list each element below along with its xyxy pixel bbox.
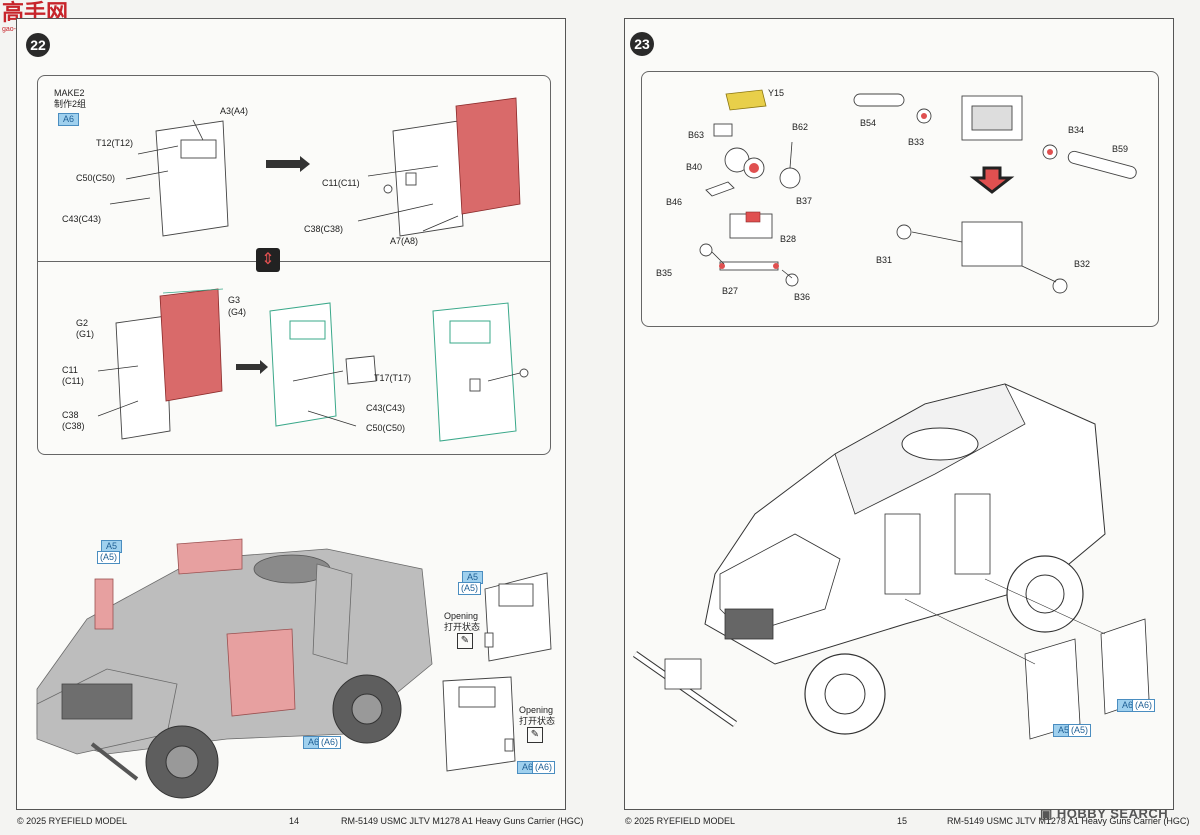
label-g4: (G4): [228, 307, 246, 317]
door-inset-a5: [484, 572, 552, 662]
label-c11: C11(C11): [322, 178, 360, 188]
label-b62: B62: [792, 122, 809, 132]
badge-a5-door-sub: (A5): [458, 582, 482, 595]
footer-copyright: © 2025 RYEFIELD MODEL: [17, 816, 128, 826]
label-a7: A7(A8): [390, 236, 419, 246]
footer-copyright: © 2025 RYEFIELD MODEL: [625, 816, 736, 826]
label-g1: (G1): [76, 329, 94, 339]
engine-parts-drawing: [699, 89, 1137, 294]
make-subtitle: 制作2组: [54, 99, 87, 109]
label-y15: Y15: [768, 88, 785, 98]
pencil-icon: ✎: [457, 633, 473, 649]
badge-a5-vehicle: A5: [101, 540, 123, 553]
step-number: 22: [26, 33, 50, 57]
hobby-search-watermark: ▣ HOBBY SEARCH: [1040, 806, 1168, 822]
opening-label-zh-2: 打开状态: [519, 716, 556, 726]
label-b36: B36: [794, 292, 811, 302]
opening-label-en: Opening: [444, 611, 479, 621]
label-b28: B28: [780, 234, 797, 244]
label-b31: B31: [876, 255, 893, 265]
badge-a6-door-sub: (A6): [532, 761, 556, 774]
badge-a6-sub: (A6): [1132, 699, 1156, 712]
subassembly-panel: MAKE2 制作2组 A6 A3(A4) T12(T12) C50(C50) C…: [37, 75, 551, 455]
pencil-icon-2: ✎: [527, 727, 543, 743]
label-c43: C43(C43): [62, 214, 102, 224]
label-c38-bottom: C38: [62, 410, 79, 420]
label-b33: B33: [908, 137, 925, 147]
footer-page-number: 14: [289, 816, 300, 826]
label-b37: B37: [796, 196, 813, 206]
opening-label-zh: 打开状态: [444, 622, 481, 632]
door-inset-a6: [442, 676, 516, 772]
label-c11b-bottom: (C11): [62, 376, 84, 386]
label-b40: B40: [686, 162, 703, 172]
label-b63: B63: [688, 130, 705, 140]
label-c38: C38(C38): [304, 224, 344, 234]
make-title: MAKE2: [54, 88, 85, 98]
label-b54: B54: [860, 118, 877, 128]
label-b32: B32: [1074, 259, 1091, 269]
label-a3: A3(A4): [220, 106, 249, 116]
right-page: 23: [624, 18, 1189, 826]
watermark-icon: ▣: [1040, 806, 1053, 821]
label-c43-bottom: C43(C43): [366, 403, 406, 413]
label-t12: T12(T12): [96, 138, 134, 148]
badge-a6-vehicle-sub: (A6): [318, 736, 342, 749]
subassembly-panel: Y15 B63 B62 B40 B37 B46 B28 B35 B27 B36 …: [641, 71, 1159, 327]
label-t17: T17(T17): [374, 373, 412, 383]
footer-page-number: 15: [897, 816, 908, 826]
label-c11-bottom: C11: [62, 365, 78, 375]
label-b35: B35: [656, 268, 673, 278]
vehicle-line-drawing: [632, 383, 1150, 740]
label-b34: B34: [1068, 125, 1085, 135]
watermark-text: HOBBY SEARCH: [1056, 806, 1169, 821]
label-b46: B46: [666, 197, 683, 207]
label-g3: G3: [228, 295, 241, 305]
panel-badge: A6: [58, 113, 80, 126]
opening-label-en-2: Opening: [519, 705, 554, 715]
flip-icon: ⇕: [256, 248, 280, 272]
label-c38b-bottom: (C38): [62, 421, 85, 431]
badge-a5-vehicle-sub: (A5): [97, 551, 121, 564]
label-b59: B59: [1112, 144, 1129, 154]
left-page: 22 MAKE2 制作2组 A6 A3(A4) T12(T12) C50(C50…: [16, 18, 583, 826]
label-b27: B27: [722, 286, 739, 296]
label-c50: C50(C50): [76, 173, 116, 183]
door-part-drawing-bottom: [97, 288, 529, 442]
badge-a5-sub: (A5): [1068, 724, 1092, 737]
vehicle-illustration: [36, 538, 433, 799]
footer-title: RM-5149 USMC JLTV M1278 A1 Heavy Guns Ca…: [947, 816, 1190, 826]
footer-title: RM-5149 USMC JLTV M1278 A1 Heavy Guns Ca…: [341, 816, 584, 826]
label-c50-bottom: C50(C50): [366, 423, 406, 433]
panel-divider: [38, 261, 550, 262]
door-part-drawing-top: [109, 97, 521, 237]
step-number: 23: [630, 32, 654, 56]
label-g2: G2: [76, 318, 89, 328]
